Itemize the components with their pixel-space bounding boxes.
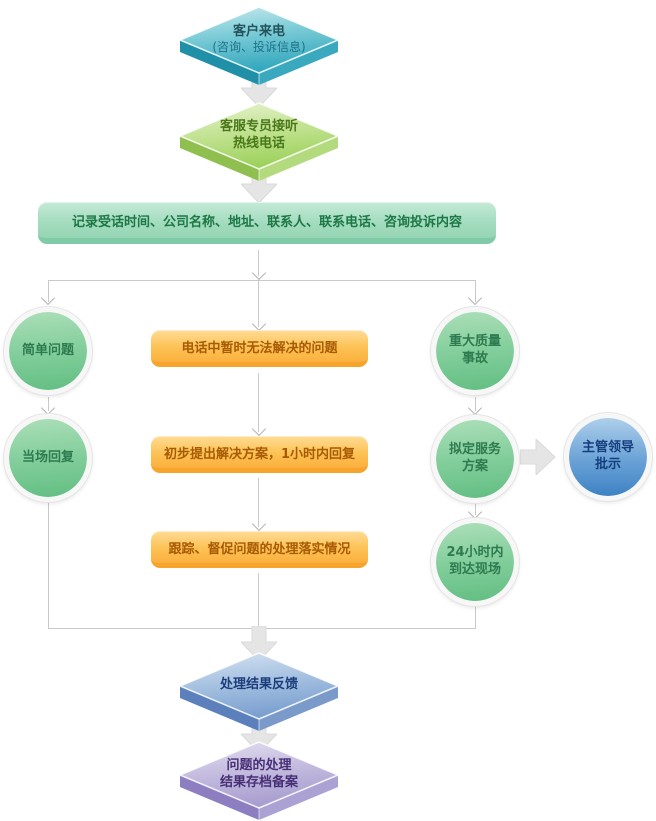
connector-line (48, 500, 49, 628)
node-label: 客户来电 (232, 23, 285, 39)
node-label: 事故 (461, 351, 488, 366)
connector-line (48, 280, 49, 302)
node-agent-answer: 客服专员接听 热线电话 (179, 102, 339, 182)
arrowhead-icon (251, 421, 267, 437)
arrowhead-icon (251, 516, 267, 532)
node-label: 结果存档备案 (219, 774, 298, 790)
node-phone-unsolvable: 电话中暂时无法解决的问题 (151, 330, 368, 367)
node-arrive-24h: 24小时内 到达现场 (431, 518, 519, 606)
node-label: 处理结果反馈 (219, 677, 298, 693)
node-label: 问题的处理 (226, 758, 292, 774)
node-label: 拟定服务 (448, 442, 501, 458)
arrowhead-icon (251, 265, 267, 281)
node-customer-call: 客户来电 (咨询、投诉信息) (179, 6, 339, 86)
node-label: 记录受话时间、公司名称、地址、联系人、联系电话、咨询投诉内容 (71, 214, 462, 230)
node-sublabel: (咨询、投诉信息) (212, 40, 306, 55)
node-label: 批示 (594, 457, 621, 472)
block-arrow-down-icon (241, 626, 277, 662)
connector-line (258, 280, 259, 327)
arrowhead-icon (467, 290, 483, 306)
block-arrow-right-icon (520, 439, 556, 475)
arrowhead-icon (40, 400, 56, 416)
connector-line (258, 373, 259, 432)
node-record-info: 记录受话时间、公司名称、地址、联系人、联系电话、咨询投诉内容 (38, 202, 496, 244)
node-onsite-reply: 当场回复 (4, 414, 92, 502)
connector-line (475, 280, 476, 302)
node-label: 初步提出解决方案，1小时内回复 (163, 446, 356, 462)
node-label: 当场回复 (21, 449, 74, 465)
node-label: 简单问题 (21, 342, 74, 358)
node-draft-service-plan: 拟定服务 方案 (431, 415, 519, 503)
connector-line (48, 397, 49, 411)
arrowhead-icon (467, 504, 483, 520)
arrowhead-icon (40, 290, 56, 306)
node-major-quality-accident: 重大质量 事故 (431, 307, 519, 395)
node-label: 跟踪、督促问题的处理落实情况 (168, 541, 351, 557)
node-label: 方案 (461, 459, 488, 474)
node-track-supervise: 跟踪、督促问题的处理落实情况 (151, 531, 368, 568)
connector-line (258, 573, 259, 628)
arrowhead-icon (251, 316, 267, 332)
connector-line (475, 397, 476, 411)
node-result-feedback: 处理结果反馈 (179, 652, 339, 732)
connector-line (48, 280, 476, 281)
node-label: 重大质量 (448, 334, 501, 350)
node-propose-solution: 初步提出解决方案，1小时内回复 (151, 436, 368, 473)
node-simple-issue: 简单问题 (4, 307, 92, 395)
connector-line (258, 250, 259, 276)
node-leader-approval: 主管领导 批示 (564, 413, 652, 501)
connector-line (475, 503, 476, 515)
node-label: 24小时内 (446, 545, 504, 561)
node-label: 客服专员接听 (219, 119, 298, 135)
connector-line (258, 478, 259, 527)
node-label: 热线电话 (232, 135, 285, 151)
node-label: 电话中暂时无法解决的问题 (181, 340, 338, 356)
node-label: 主管领导 (581, 440, 634, 456)
arrowhead-icon (467, 400, 483, 416)
connector-line (475, 605, 476, 629)
node-archive: 问题的处理 结果存档备案 (179, 741, 339, 821)
node-label: 到达现场 (448, 562, 501, 577)
